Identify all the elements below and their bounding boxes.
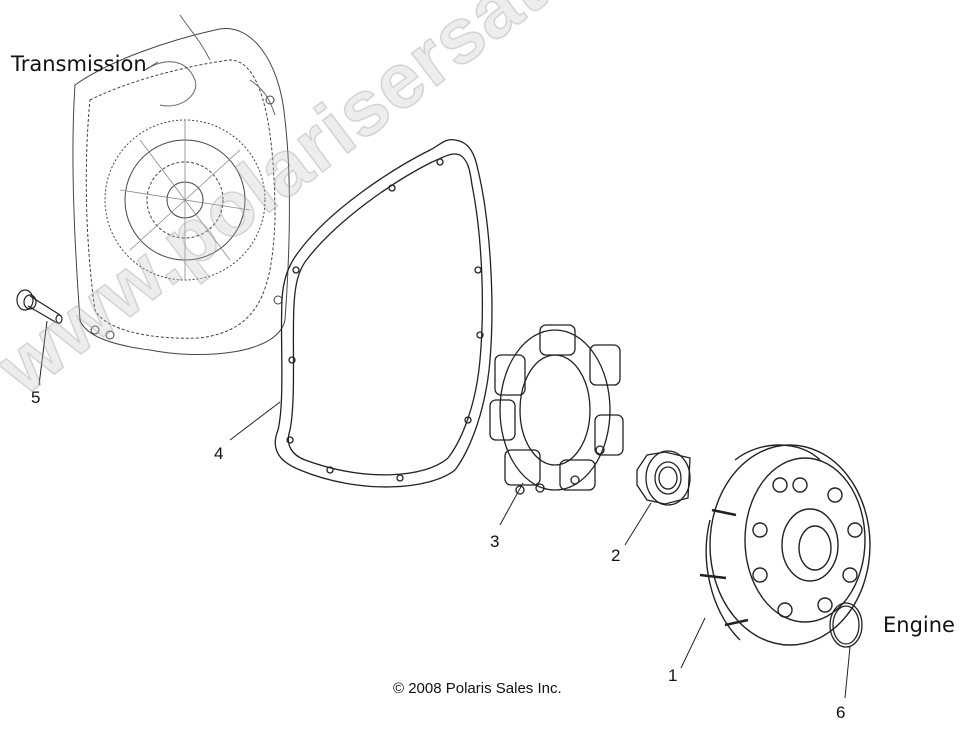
clutch-hub-part — [699, 444, 871, 646]
gasket-part — [274, 139, 493, 488]
bolt-part — [16, 289, 63, 324]
transmission-label: Transmission — [11, 52, 147, 76]
callout-2: 2 — [611, 546, 621, 565]
callout-3: 3 — [490, 532, 500, 551]
callout-4: 4 — [214, 444, 224, 463]
retaining-ring-part — [829, 602, 863, 648]
callout-5: 5 — [31, 388, 41, 407]
nut-part — [636, 450, 691, 506]
transmission-housing — [72, 14, 291, 356]
callout-1: 1 — [668, 666, 678, 685]
engine-label: Engine — [883, 613, 955, 637]
coupler-part — [489, 324, 624, 495]
callout-6: 6 — [836, 703, 846, 722]
copyright-notice: © 2008 Polaris Sales Inc. — [393, 680, 562, 697]
